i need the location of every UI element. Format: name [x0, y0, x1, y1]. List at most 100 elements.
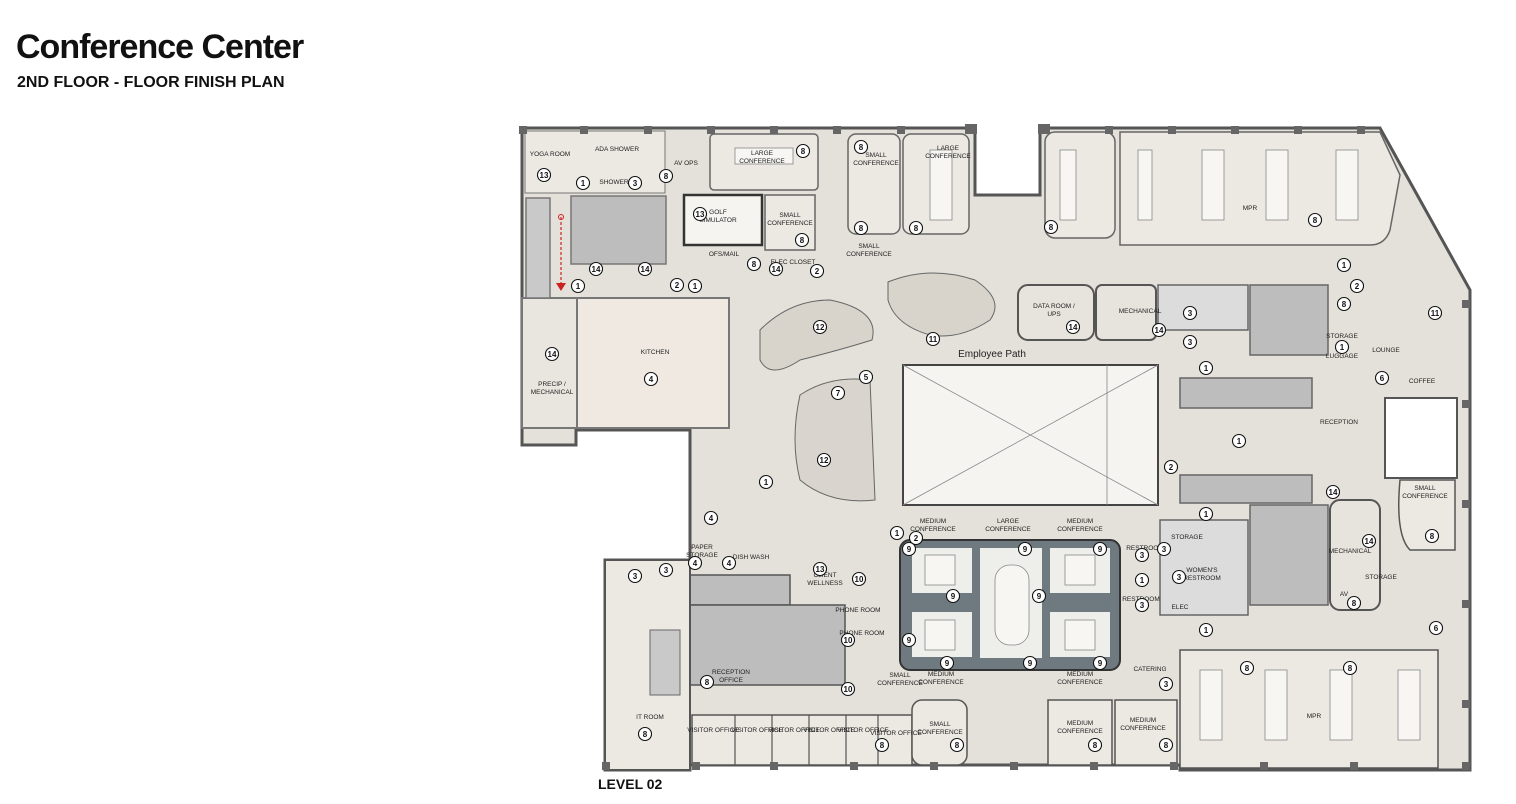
- finish-tag-number: 1: [1140, 576, 1145, 585]
- room-label: MECHANICAL: [1119, 308, 1162, 315]
- finish-tag: 8: [637, 726, 653, 742]
- finish-tag-circle: [637, 261, 653, 277]
- finish-tag: 1: [889, 525, 905, 541]
- finish-tag-number: 11: [929, 335, 938, 344]
- finish-tag-circle: [575, 175, 591, 191]
- finish-tag: 9: [901, 541, 917, 557]
- room-label: CONFERENCE: [985, 526, 1031, 533]
- finish-tag: 1: [1198, 622, 1214, 638]
- finish-tag-circle: [1361, 533, 1377, 549]
- finish-tag-circle: [908, 220, 924, 236]
- finish-tag: 8: [1307, 212, 1323, 228]
- room-label: SMALL: [865, 152, 887, 159]
- finish-tag-number: 8: [1342, 300, 1347, 309]
- finish-tag-circle: [901, 632, 917, 648]
- finish-tag-number: 8: [859, 143, 864, 152]
- room-label: VISITOR OFFICE: [687, 727, 739, 734]
- finish-tag-circle: [1307, 212, 1323, 228]
- room-label: VISITOR OFFICE: [803, 727, 855, 734]
- finish-tag-number: 8: [1049, 223, 1054, 232]
- finish-tag-circle: [853, 139, 869, 155]
- finish-tag-circle: [816, 452, 832, 468]
- room-label: RESTROOM: [1183, 575, 1221, 582]
- room-label: ELEC CLOSET: [771, 259, 816, 266]
- room-label: COFFEE: [1409, 378, 1436, 385]
- room-label: ELEC: [1172, 604, 1189, 611]
- finish-tag: 8: [699, 674, 715, 690]
- finish-tag-circle: [1424, 528, 1440, 544]
- finish-tag: 8: [1342, 660, 1358, 676]
- finish-tag-circle: [840, 632, 856, 648]
- finish-tag-circle: [544, 346, 560, 362]
- finish-tag: 14: [768, 261, 784, 277]
- finish-tag-number: 1: [1204, 626, 1209, 635]
- room-label: LARGE: [751, 150, 774, 157]
- finish-tag-number: 1: [1342, 261, 1347, 270]
- page-subtitle: 2ND FLOOR - FLOOR FINISH PLAN: [17, 74, 285, 91]
- finish-tag-circle: [1156, 541, 1172, 557]
- room-label: SMALL: [779, 212, 801, 219]
- finish-tag-circle: [901, 541, 917, 557]
- finish-tag: 1: [1231, 433, 1247, 449]
- room-label: STORAGE: [1365, 574, 1397, 581]
- finish-tag-number: 8: [914, 224, 919, 233]
- finish-tag-number: 1: [1204, 364, 1209, 373]
- finish-tag: 2: [1163, 459, 1179, 475]
- finish-tag-circle: [1336, 296, 1352, 312]
- finish-tag: 8: [794, 232, 810, 248]
- room-label: OFFICE: [719, 677, 743, 684]
- finish-tag-number: 9: [1037, 592, 1042, 601]
- finish-tag-circle: [794, 232, 810, 248]
- finish-tag-circle: [627, 568, 643, 584]
- finish-tag-number: 8: [801, 147, 806, 156]
- finish-tag-circle: [1198, 360, 1214, 376]
- room-label: CONFERENCE: [917, 729, 963, 736]
- room-label: SHOWER: [599, 179, 629, 186]
- finish-tag: 8: [1043, 219, 1059, 235]
- employee-path-label: Employee Path: [958, 349, 1026, 360]
- finish-tag-number: 8: [880, 741, 885, 750]
- finish-tag-number: 14: [1069, 323, 1078, 332]
- room-label: CONFERENCE: [767, 220, 813, 227]
- finish-tag-circle: [840, 681, 856, 697]
- finish-tag-number: 14: [772, 265, 781, 274]
- finish-tag: 9: [1017, 541, 1033, 557]
- finish-tag-circle: [1182, 334, 1198, 350]
- finish-tag-number: 8: [1430, 532, 1435, 541]
- finish-tag-circle: [925, 331, 941, 347]
- finish-tag-number: 9: [1098, 545, 1103, 554]
- finish-tag-circle: [1151, 322, 1167, 338]
- room-label: MECHANICAL: [531, 389, 574, 396]
- finish-tag: 8: [908, 220, 924, 236]
- finish-tag-circle: [1065, 319, 1081, 335]
- finish-tag-circle: [1231, 433, 1247, 449]
- finish-tag-number: 11: [1431, 309, 1440, 318]
- finish-tag-circle: [949, 737, 965, 753]
- finish-tag: 8: [658, 168, 674, 184]
- room-label: CONFERENCE: [877, 680, 923, 687]
- finish-tag: 2: [809, 263, 825, 279]
- finish-tag-number: 10: [844, 685, 853, 694]
- finish-tag: 3: [1156, 541, 1172, 557]
- finish-tag: 9: [1022, 655, 1038, 671]
- finish-tag-circle: [1158, 676, 1174, 692]
- room-label: CONFERENCE: [1057, 526, 1103, 533]
- finish-tag: 8: [1346, 595, 1362, 611]
- finish-tag-circle: [1182, 305, 1198, 321]
- finish-tag-number: 8: [800, 236, 805, 245]
- room-label: SMALL: [889, 672, 911, 679]
- finish-tag: 10: [840, 681, 856, 697]
- finish-tag-number: 12: [820, 456, 829, 465]
- room-label: SMALL: [858, 243, 880, 250]
- finish-tag: 1: [1198, 506, 1214, 522]
- finish-tag-number: 1: [1204, 510, 1209, 519]
- room-label: VISITOR OFFICE: [870, 730, 922, 737]
- finish-tag-number: 1: [576, 282, 581, 291]
- finish-tag-number: 14: [1329, 488, 1338, 497]
- finish-tag: 9: [945, 588, 961, 604]
- finish-tag-number: 3: [633, 179, 638, 188]
- finish-tag: 1: [1134, 572, 1150, 588]
- finish-tag-number: 14: [1155, 326, 1164, 335]
- finish-tag-circle: [795, 143, 811, 159]
- finish-tag-number: 1: [1340, 343, 1345, 352]
